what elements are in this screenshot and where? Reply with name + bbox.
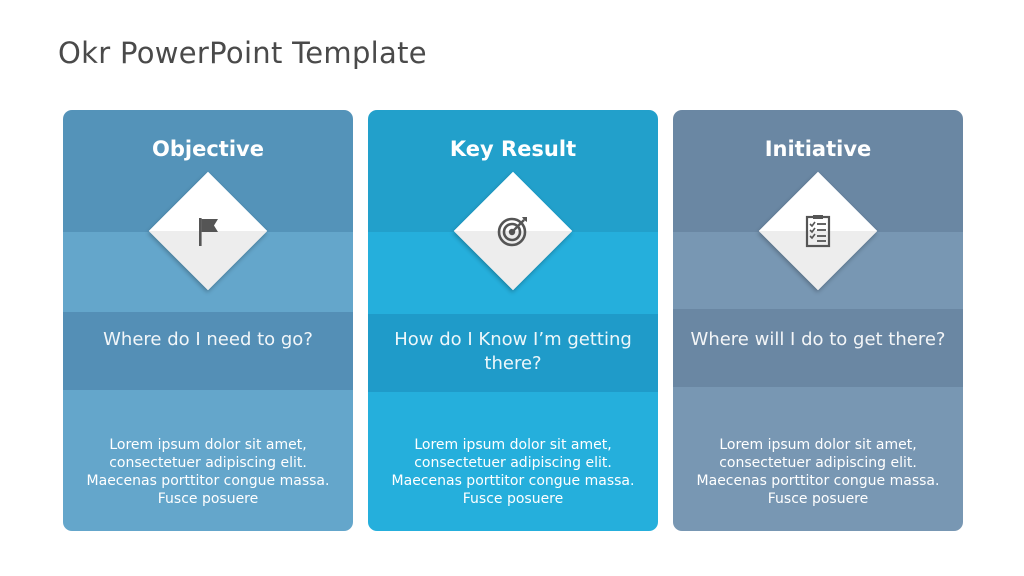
card-key-result: Key Result How do I Know I’m getting the… xyxy=(368,110,658,531)
card-initiative: Initiative Where will I do to get there?… xyxy=(673,110,963,531)
card-heading: Objective xyxy=(152,137,264,161)
card-body-text: Lorem ipsum dolor sit amet, consectetuer… xyxy=(86,437,330,507)
flag-icon xyxy=(199,218,218,246)
card-heading: Key Result xyxy=(449,137,577,161)
card-body-text: Lorem ipsum dolor sit amet, consectetuer… xyxy=(391,437,635,507)
card-question: Where do I need to go? xyxy=(103,329,313,350)
card-heading: Initiative xyxy=(764,137,872,161)
target-icon xyxy=(497,217,527,247)
card-bottom-band xyxy=(673,387,963,531)
card-question-band xyxy=(63,312,353,390)
card-body-text: Lorem ipsum dolor sit amet, consectetuer… xyxy=(696,437,940,507)
card-question: Where will I do to get there? xyxy=(690,329,946,350)
card-bottom-band xyxy=(63,390,353,531)
card-question-band xyxy=(673,309,963,387)
card-bottom-band xyxy=(368,392,658,531)
card-question-band xyxy=(368,314,658,392)
checklist-icon xyxy=(805,215,831,248)
slide-title: Okr PowerPoint Template xyxy=(58,36,427,70)
card-objective: Objective Where do I need to go? Lorem i… xyxy=(63,110,353,531)
card-question: How do I Know I’m getting there? xyxy=(394,329,632,374)
